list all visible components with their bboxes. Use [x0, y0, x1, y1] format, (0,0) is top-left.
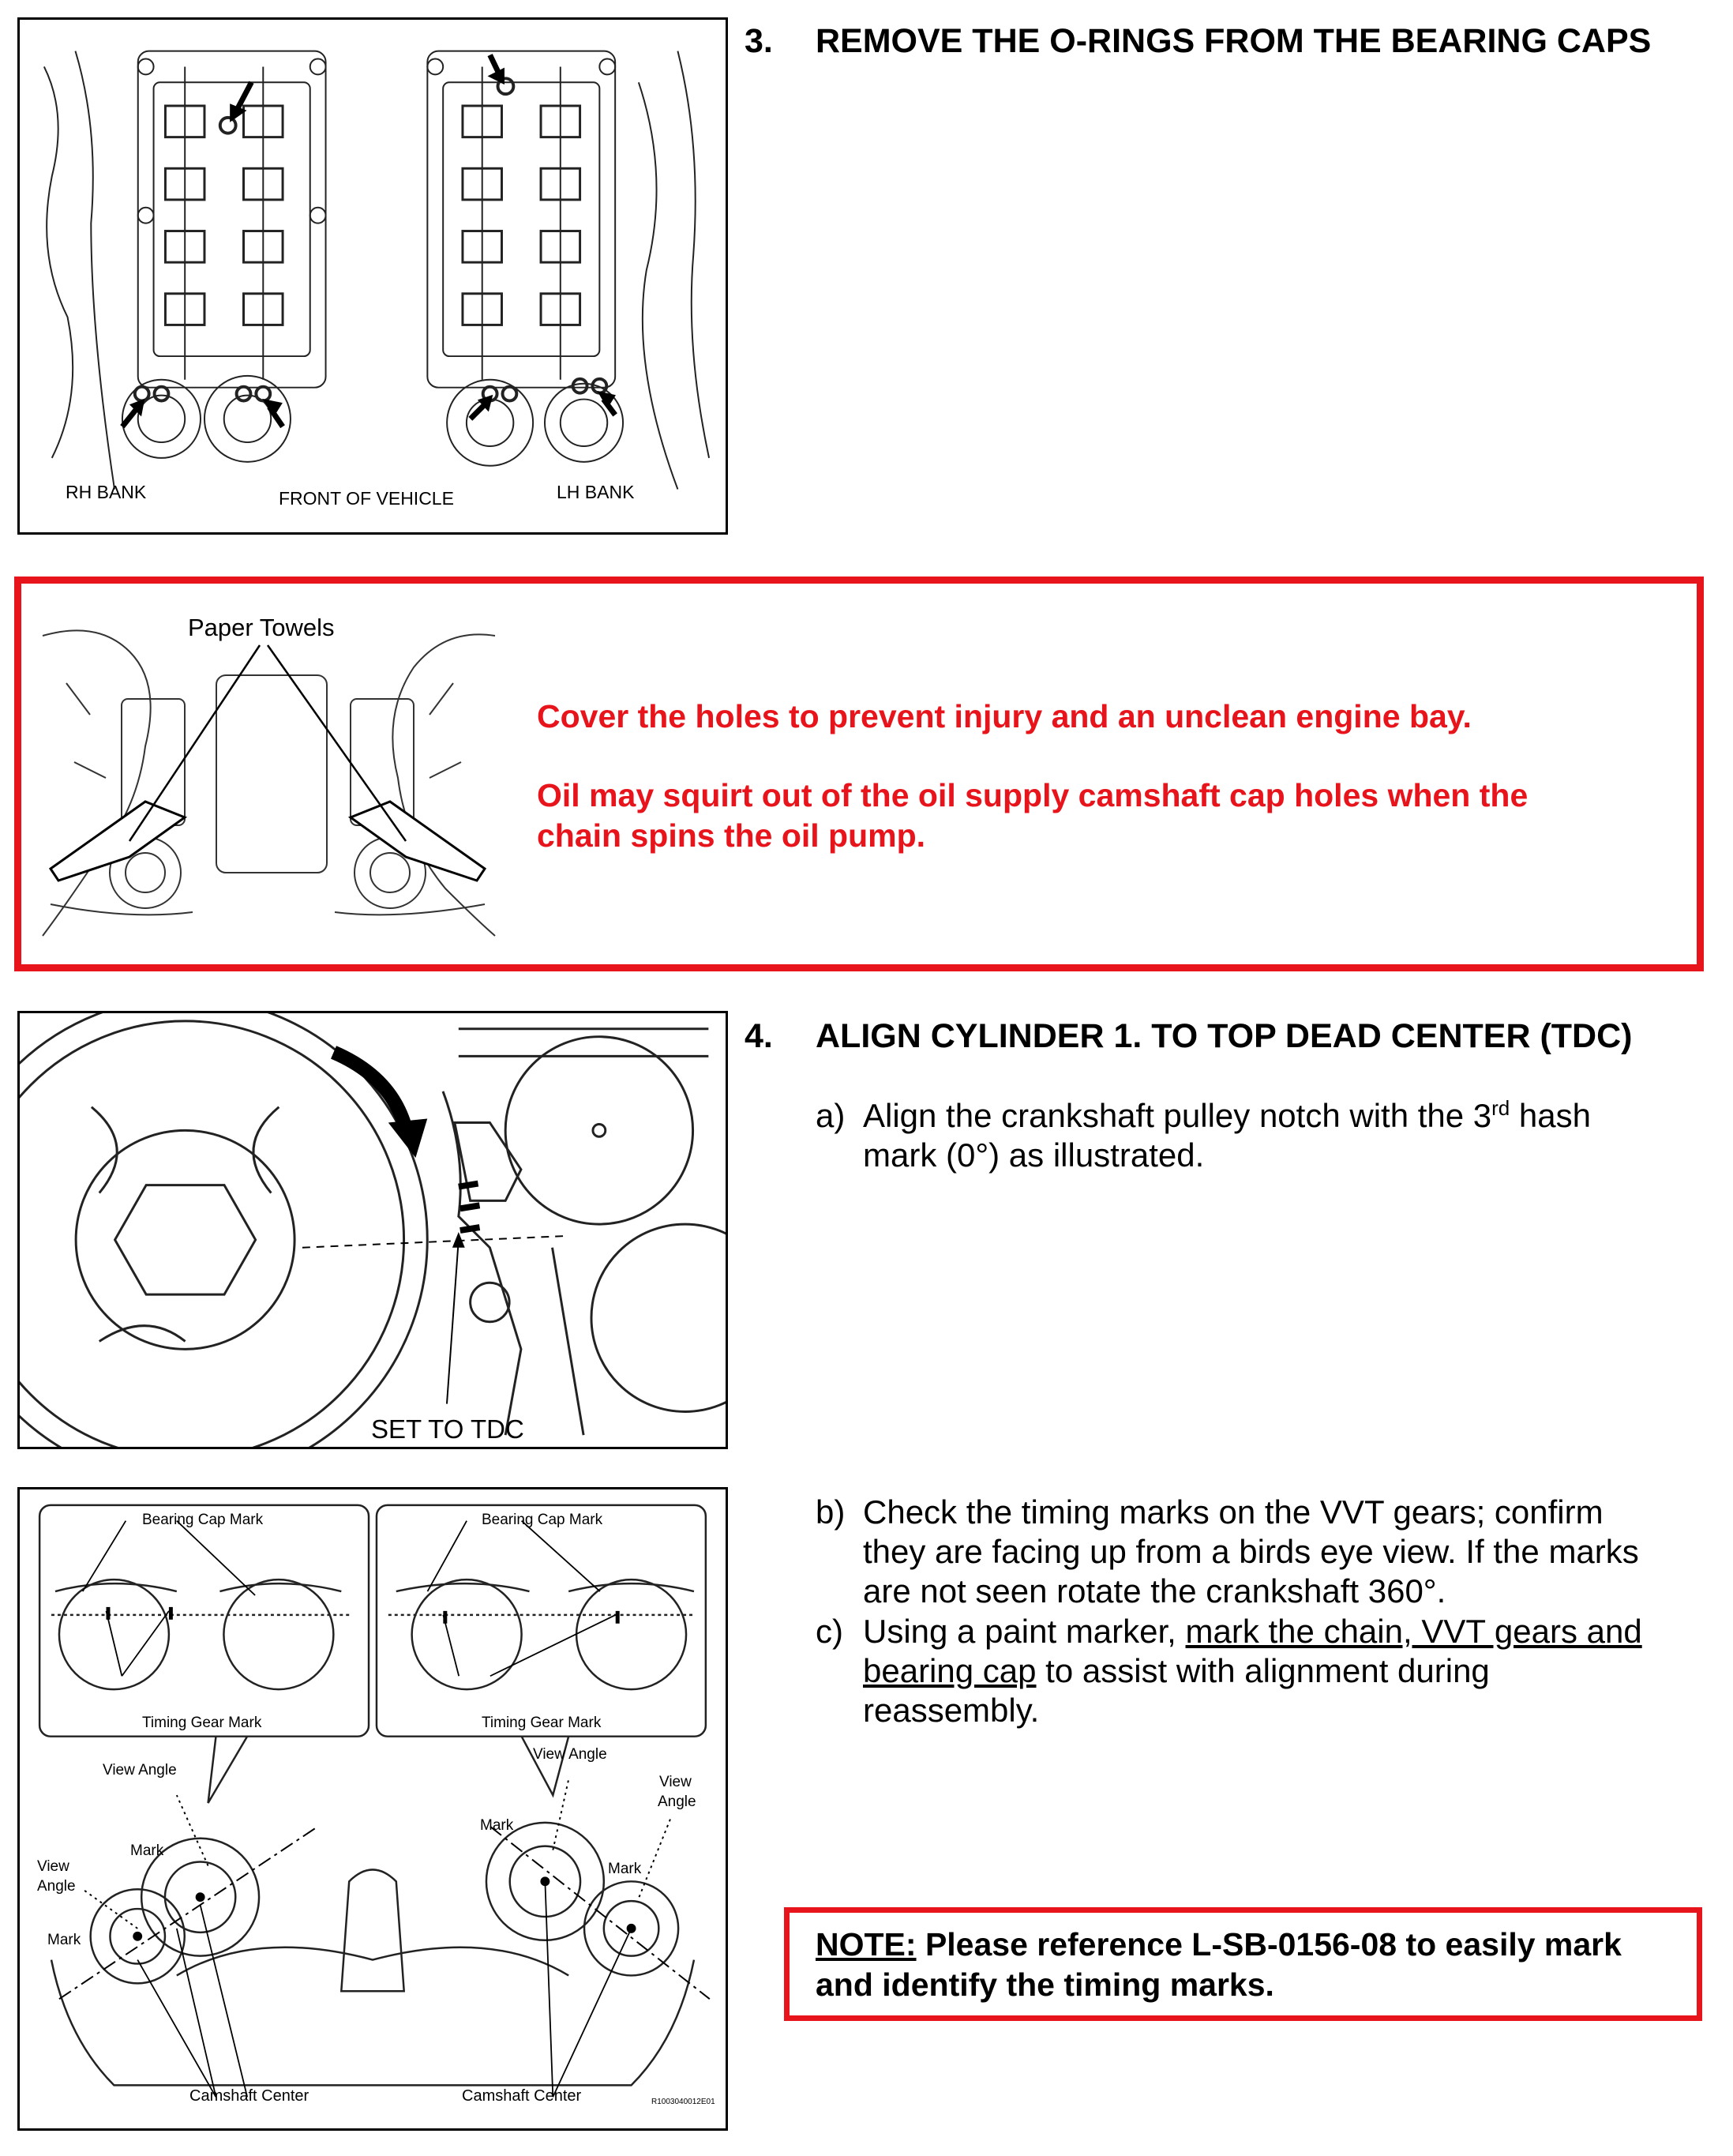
- paper-towels-figure: Paper Towels: [35, 604, 503, 944]
- step-a-letter: a): [816, 1097, 846, 1134]
- view-angle-label-1: View Angle: [103, 1762, 177, 1779]
- step-b-text: Check the timing marks on the VVT gears;…: [863, 1493, 1639, 1611]
- mark-label-1: Mark: [130, 1842, 164, 1859]
- step-a-superscript: rd: [1491, 1096, 1510, 1120]
- note-text: Please reference L-SB-0156-08 to easily …: [916, 1926, 1622, 1963]
- step-c-letter: c): [816, 1613, 843, 1650]
- mark-label-2: Mark: [47, 1932, 81, 1948]
- bearing-cap-mark-right: Bearing Cap Mark: [482, 1512, 603, 1528]
- step-b-letter: b): [816, 1493, 846, 1531]
- step-a-text: Align the crankshaft pulley notch with t…: [863, 1096, 1591, 1175]
- rh-bank-label: RH BANK: [66, 482, 147, 502]
- warning-line-2: Oil may squirt out of the oil supply cam…: [537, 777, 1529, 813]
- tdc-figure: SET TO TDC: [17, 1011, 728, 1449]
- set-to-tdc-label: SET TO TDC: [371, 1414, 524, 1444]
- step-c-line-2-underlined: bearing cap: [863, 1652, 1037, 1689]
- crankshaft-pulley-illustration: [20, 1013, 726, 1447]
- vvt-timing-marks-illustration: [38, 1504, 711, 2098]
- section-4-number: 4.: [745, 1017, 773, 1055]
- step-a-line-2: mark (0°) as illustrated.: [863, 1136, 1205, 1174]
- warning-line-3: chain spins the oil pump.: [537, 817, 926, 854]
- front-of-vehicle-label: FRONT OF VEHICLE: [279, 488, 454, 509]
- step-c-line-1-underlined: mark the chain, VVT gears and: [1185, 1613, 1642, 1650]
- section-3-title: REMOVE THE O-RINGS FROM THE BEARING CAPS: [816, 22, 1652, 60]
- paper-towels-label: Paper Towels: [185, 614, 338, 642]
- camshaft-center-left: Camshaft Center: [189, 2087, 309, 2105]
- engine-bay-paper-towels-illustration: [42, 629, 496, 937]
- oring-figure: RH BANK FRONT OF VEHICLE LH BANK: [17, 17, 728, 535]
- view-angle-label-4-line-2: Angle: [658, 1794, 696, 1810]
- step-b-line-1: Check the timing marks on the VVT gears;…: [863, 1493, 1604, 1531]
- section-3-number: 3.: [745, 22, 773, 60]
- timing-gear-mark-right: Timing Gear Mark: [482, 1715, 602, 1731]
- engine-top-view-illustration: [43, 50, 711, 490]
- view-angle-label-2: View Angle: [533, 1746, 607, 1763]
- note-line-1: NOTE: Please reference L-SB-0156-08 to e…: [816, 1925, 1622, 1965]
- note-label: NOTE:: [816, 1926, 917, 1963]
- bearing-cap-mark-left: Bearing Cap Mark: [142, 1512, 264, 1528]
- note-box: [784, 1907, 1702, 2021]
- figure-code: R1003040012E01: [651, 2098, 715, 2106]
- lh-bank-label: LH BANK: [557, 482, 635, 502]
- step-a-text-post: hash: [1510, 1097, 1592, 1134]
- step-c-text: Using a paint marker, mark the chain, VV…: [863, 1612, 1642, 1730]
- step-b-line-3: are not seen rotate the crankshaft 360°.: [863, 1572, 1446, 1609]
- view-angle-label-4-line-1: View: [659, 1774, 692, 1790]
- note-line-2: and identify the timing marks.: [816, 1966, 1274, 2003]
- mark-label-4: Mark: [608, 1861, 642, 1877]
- view-angle-label-3-line-1: View: [37, 1858, 69, 1875]
- timing-marks-figure: Bearing Cap Mark Bearing Cap Mark Timing…: [17, 1487, 728, 2131]
- step-c-line-1-pre: Using a paint marker,: [863, 1613, 1186, 1650]
- section-4-title: ALIGN CYLINDER 1. TO TOP DEAD CENTER (TD…: [816, 1017, 1633, 1055]
- mark-label-3: Mark: [480, 1817, 514, 1834]
- step-a-text-pre: Align the crankshaft pulley notch with t…: [863, 1097, 1492, 1134]
- camshaft-center-right: Camshaft Center: [462, 2087, 582, 2105]
- timing-gear-mark-left: Timing Gear Mark: [142, 1715, 262, 1731]
- view-angle-label-3-line-2: Angle: [37, 1878, 76, 1895]
- step-b-line-2: they are facing up from a birds eye view…: [863, 1533, 1639, 1570]
- step-c-line-3: reassembly.: [863, 1692, 1040, 1729]
- warning-line-1: Cover the holes to prevent injury and an…: [537, 698, 1472, 734]
- step-c-line-2-post: to assist with alignment during: [1036, 1652, 1490, 1689]
